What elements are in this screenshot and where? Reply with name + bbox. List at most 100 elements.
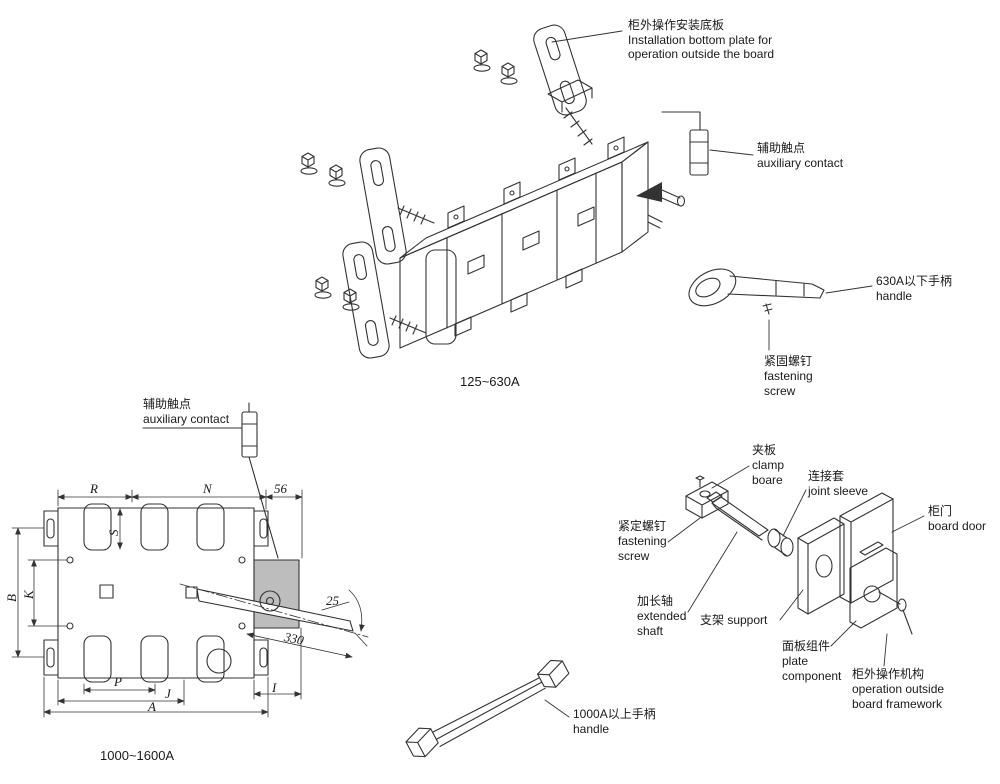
- joint-sleeve-label-zh: 连接套: [808, 469, 845, 483]
- joint-sleeve-label-en: joint sleeve: [808, 484, 869, 498]
- board-door-label-zh: 柜门: [928, 504, 953, 518]
- dim-label-b: B: [4, 594, 19, 602]
- fastening-screw-630-label-en1: fastening: [764, 369, 813, 383]
- pole-slot: [83, 635, 112, 683]
- plate-component-part: [849, 547, 913, 635]
- support-part: [797, 517, 845, 615]
- body-front-face: [399, 161, 623, 349]
- switch-assembly-isometric: [300, 24, 686, 359]
- dim-label-i: I: [272, 680, 277, 695]
- leader-set-screw: [667, 517, 701, 543]
- caption-1000-1600: 1000~1600A: [100, 748, 175, 763]
- leader-extended-shaft: [687, 531, 738, 613]
- dim-label-56: 56: [274, 481, 287, 496]
- leader-handle-630: [825, 285, 873, 294]
- mounting-plate-left-upper: [359, 147, 407, 265]
- dimension-lines: [11, 489, 368, 718]
- pole-slot: [83, 503, 112, 551]
- board-door-label-en: board door: [928, 519, 987, 533]
- leader-install-plate: [551, 30, 623, 43]
- extended-shaft-part: [706, 491, 769, 541]
- set-screw-part: [695, 475, 705, 488]
- side-cover: [425, 249, 457, 345]
- set-screw-label-en2: screw: [618, 549, 650, 563]
- set-screw-label-en1: fastening: [618, 534, 667, 548]
- pole-slot: [140, 503, 169, 551]
- leader-mechanism: [883, 633, 888, 667]
- clamp-label-en2: boare: [752, 473, 783, 487]
- body-top-face: [399, 141, 649, 259]
- pole-slot: [196, 635, 225, 683]
- threaded-rod-upper: [397, 205, 435, 225]
- set-screw-label-zh: 紧定螺钉: [618, 519, 667, 533]
- dim-label-k: K: [21, 590, 36, 599]
- board-door-part: [839, 492, 894, 604]
- aux-contact-part-bl: [241, 411, 258, 458]
- install-plate-label-zh: 柜外操作安装底板: [628, 18, 725, 32]
- plate-component-label-zh: 面板组件: [782, 639, 831, 653]
- exploded-mechanism: [685, 475, 913, 635]
- install-plate-label-en1: Installation bottom plate for: [628, 33, 773, 47]
- mechanism-label-en2: board framework: [852, 697, 943, 711]
- handle-630-label-zh: 630A以下手柄: [876, 274, 953, 288]
- mounting-plate-left-lower: [342, 241, 390, 359]
- bottom-tabs: [454, 268, 583, 337]
- aux-contact-link-line: [248, 456, 279, 559]
- handle-1000-label-zh: 1000A以上手柄: [573, 707, 656, 721]
- plate-bracket: [547, 79, 593, 113]
- clamp-label-zh: 夹板: [752, 443, 777, 457]
- installation-bottom-plate: [533, 24, 587, 116]
- dim-label-n: N: [203, 481, 212, 496]
- aux-contact-bl-label-zh: 辅助触点: [143, 397, 192, 411]
- body-right-face: [621, 141, 649, 253]
- leader-board-door: [891, 515, 925, 533]
- dimension-drawing-body: [43, 402, 369, 683]
- leader-joint-sleeve: [782, 489, 807, 537]
- threaded-rod-lower: [389, 315, 427, 335]
- leader-plate-component: [830, 620, 857, 647]
- switch-front-outline: [57, 507, 255, 679]
- aux-contact-top-label-en: auxiliary contact: [757, 156, 844, 170]
- dim-label-a: A: [148, 699, 156, 714]
- pole-slot: [196, 503, 225, 551]
- extended-shaft-label-en1: extended: [637, 609, 687, 623]
- leader-handle-1000: [544, 699, 570, 718]
- aux-contact-bl-label-en: auxiliary contact: [143, 412, 230, 426]
- aux-contact-top-label-zh: 辅助触点: [757, 141, 806, 155]
- caption-125-630: 125~630A: [460, 374, 520, 389]
- fastening-screw-630: [762, 303, 773, 315]
- auxiliary-contact-part-top: [661, 111, 709, 176]
- terminal-tabs: [447, 136, 625, 229]
- leader-lines: [544, 30, 925, 718]
- fastening-screw-630-label-en2: screw: [764, 384, 796, 398]
- dim-label-j: J: [165, 686, 171, 701]
- pole-divisions: [446, 172, 597, 329]
- drive-shaft: [661, 189, 681, 206]
- lever-centerline: [179, 583, 369, 638]
- leader-aux-contact-top: [709, 149, 754, 156]
- joint-sleeve-part: [767, 528, 794, 557]
- leader-clamp: [711, 465, 750, 489]
- extended-shaft-label-en2: shaft: [637, 624, 664, 638]
- handle-630-label-en: handle: [876, 289, 913, 303]
- lever-pivot: [259, 590, 281, 612]
- fastening-screw-630-label-zh: 紧固螺钉: [764, 354, 813, 368]
- corner-tabs: [43, 510, 269, 676]
- plate-component-label-en2: component: [782, 669, 842, 683]
- install-plate-label-en2: operation outside the board: [628, 47, 775, 61]
- extended-shaft-label-zh: 加长轴: [637, 594, 674, 608]
- leader-support: [779, 589, 804, 621]
- mechanism-label-zh: 柜外操作机构: [852, 667, 925, 681]
- handle-630-drawing: [688, 268, 825, 315]
- dim-label-25: 25: [326, 593, 339, 608]
- handle-1000-label-en: handle: [573, 722, 610, 736]
- plate-component-label-en1: plate: [782, 654, 809, 668]
- dim-label-r: R: [90, 481, 98, 496]
- support-label: 支架 support: [700, 613, 768, 627]
- pole-slot: [140, 635, 169, 683]
- dim-label-p: P: [114, 674, 122, 689]
- clamp-label-en1: clamp: [752, 458, 785, 472]
- clamp-board-part: [685, 475, 729, 519]
